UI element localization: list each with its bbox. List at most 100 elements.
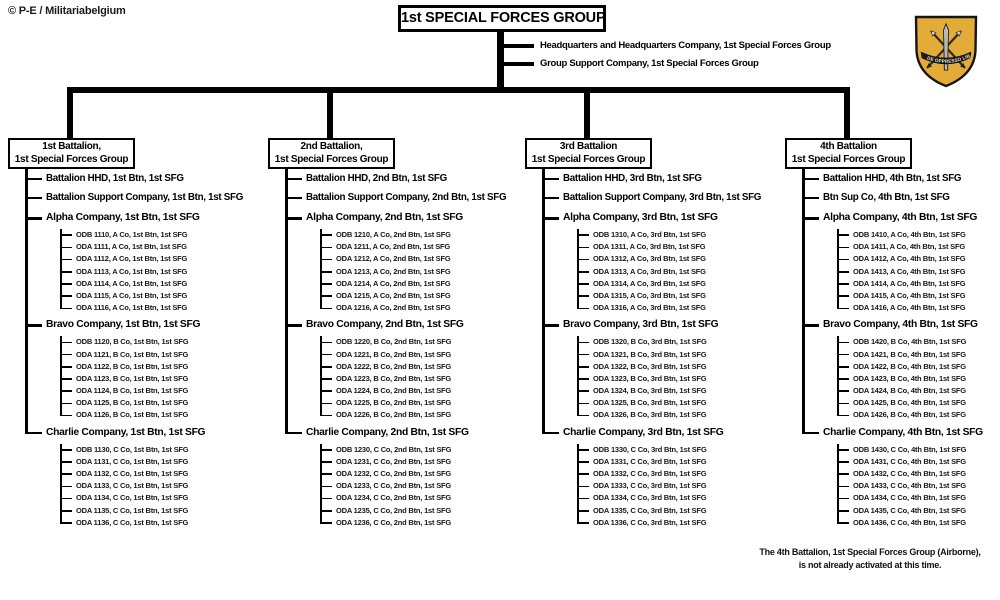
team-label: ODA 1311, A Co, 3rd Btn, 1st SFG bbox=[593, 242, 706, 252]
team-item: ODB 1410, A Co, 4th Btn, 1st SFG bbox=[785, 229, 1000, 242]
unit-item: Battalion HHD, 3rd Btn, 1st SFG bbox=[525, 169, 777, 188]
team-label: ODA 1123, B Co, 1st Btn, 1st SFG bbox=[76, 373, 189, 383]
team-item: ODA 1426, B Co, 4th Btn, 1st SFG bbox=[785, 409, 1000, 421]
connector-top-spine bbox=[497, 31, 504, 88]
team-item: ODA 1411, A Co, 4th Btn, 1st SFG bbox=[785, 241, 1000, 254]
team-label: ODA 1224, B Co, 2nd Btn, 1st SFG bbox=[336, 386, 452, 396]
team-label: ODA 1432, C Co, 4th Btn, 1st SFG bbox=[853, 469, 966, 478]
team-item: ODA 1435, C Co, 4th Btn, 1st SFG bbox=[785, 504, 1000, 517]
team-label: ODA 1233, C Co, 2nd Btn, 1st SFG bbox=[336, 481, 452, 491]
team-label: ODA 1222, B Co, 2nd Btn, 1st SFG bbox=[336, 361, 452, 371]
team-item: ODB 1420, B Co, 4th Btn, 1st SFG bbox=[785, 336, 1000, 349]
team-label: ODB 1410, A Co, 4th Btn, 1st SFG bbox=[853, 230, 966, 239]
team-label: ODA 1215, A Co, 2nd Btn, 1st SFG bbox=[336, 290, 451, 300]
team-label: ODA 1332, C Co, 3rd Btn, 1st SFG bbox=[593, 469, 707, 478]
team-item: ODA 1324, B Co, 3rd Btn, 1st SFG bbox=[525, 385, 777, 398]
team-label: ODB 1310, A Co, 3rd Btn, 1st SFG bbox=[593, 230, 707, 239]
team-label: ODA 1435, C Co, 4th Btn, 1st SFG bbox=[853, 505, 966, 515]
team-item: ODA 1423, B Co, 4th Btn, 1st SFG bbox=[785, 372, 1000, 386]
team-item: ODA 1335, C Co, 3rd Btn, 1st SFG bbox=[525, 504, 777, 517]
team-list: ODB 1420, B Co, 4th Btn, 1st SFG ODA 1421… bbox=[785, 336, 1000, 421]
team-item: ODA 1225, B Co, 2nd Btn, 1st SFG bbox=[268, 397, 520, 410]
team-item: ODA 1321, B Co, 3rd Btn, 1st SFG bbox=[525, 348, 777, 361]
team-item: ODA 1326, B Co, 3rd Btn, 1st SFG bbox=[525, 409, 777, 421]
team-item: ODA 1125, B Co, 1st Btn, 1st SFG bbox=[8, 397, 260, 410]
team-item: ODA 1221, B Co, 2nd Btn, 1st SFG bbox=[268, 348, 520, 361]
team-label: ODA 1135, C Co, 1st Btn, 1st SFG bbox=[76, 505, 189, 515]
connector-drop-battalion-4 bbox=[844, 92, 850, 138]
company-label: Alpha Company, 3rd Btn, 1st SFG bbox=[563, 212, 718, 223]
unit-item: Battalion HHD, 1st Btn, 1st SFG bbox=[8, 169, 260, 188]
team-item: ODA 1333, C Co, 3rd Btn, 1st SFG bbox=[525, 480, 777, 493]
team-item: ODA 1124, B Co, 1st Btn, 1st SFG bbox=[8, 385, 260, 398]
team-list: ODB 1310, A Co, 3rd Btn, 1st SFG ODA 1311… bbox=[525, 229, 777, 314]
team-label: ODA 1111, A Co, 1st Btn, 1st SFG bbox=[76, 242, 187, 252]
unit-label: Battalion Support Company, 2nd Btn, 1st … bbox=[306, 192, 507, 203]
team-label: ODA 1121, B Co, 1st Btn, 1st SFG bbox=[76, 349, 189, 359]
group-unit-gsc-label: Group Support Company, 1st Special Force… bbox=[540, 58, 759, 69]
team-item: ODB 1230, C Co, 2nd Btn, 1st SFG bbox=[268, 443, 520, 457]
team-label: ODA 1425, B Co, 4th Btn, 1st SFG bbox=[853, 398, 966, 408]
company-item: Charlie Company, 1st Btn, 1st SFG ODB 113… bbox=[8, 421, 260, 529]
team-label: ODA 1221, B Co, 2nd Btn, 1st SFG bbox=[336, 349, 452, 359]
connector-drop-battalion-3 bbox=[584, 92, 590, 138]
team-label: ODA 1313, A Co, 3rd Btn, 1st SFG bbox=[593, 266, 706, 276]
team-item: ODA 1111, A Co, 1st Btn, 1st SFG bbox=[8, 241, 260, 254]
team-item: ODA 1215, A Co, 2nd Btn, 1st SFG bbox=[268, 289, 520, 303]
team-label: ODA 1115, A Co, 1st Btn, 1st SFG bbox=[76, 290, 188, 300]
team-item: ODA 1415, A Co, 4th Btn, 1st SFG bbox=[785, 289, 1000, 303]
team-item: ODA 1135, C Co, 1st Btn, 1st SFG bbox=[8, 504, 260, 517]
team-label: ODA 1412, A Co, 4th Btn, 1st SFG bbox=[853, 254, 966, 264]
team-item: ODA 1115, A Co, 1st Btn, 1st SFG bbox=[8, 289, 260, 303]
team-item: ODA 1224, B Co, 2nd Btn, 1st SFG bbox=[268, 385, 520, 398]
team-item: ODA 1331, C Co, 3rd Btn, 1st SFG bbox=[525, 455, 777, 469]
team-label: ODA 1131, C Co, 1st Btn, 1st SFG bbox=[76, 456, 189, 466]
team-item: ODA 1322, B Co, 3rd Btn, 1st SFG bbox=[525, 360, 777, 374]
team-item: ODA 1121, B Co, 1st Btn, 1st SFG bbox=[8, 348, 260, 361]
team-label: ODA 1325, B Co, 3rd Btn, 1st SFG bbox=[593, 398, 707, 408]
group-title-box: 1st SPECIAL FORCES GROUP bbox=[398, 5, 606, 32]
copyright-text: © P-E / Militariabelgium bbox=[8, 5, 126, 17]
team-label: ODA 1333, C Co, 3rd Btn, 1st SFG bbox=[593, 481, 707, 491]
team-label: ODA 1134, C Co, 1st Btn, 1st SFG bbox=[76, 493, 189, 503]
team-label: ODA 1122, B Co, 1st Btn, 1st SFG bbox=[76, 361, 189, 371]
team-label: ODA 1225, B Co, 2nd Btn, 1st SFG bbox=[336, 398, 452, 408]
company-label: Charlie Company, 1st Btn, 1st SFG bbox=[46, 426, 206, 438]
team-item: ODA 1212, A Co, 2nd Btn, 1st SFG bbox=[268, 253, 520, 266]
team-item: ODA 1436, C Co, 4th Btn, 1st SFG bbox=[785, 516, 1000, 529]
team-list: ODB 1410, A Co, 4th Btn, 1st SFG ODA 1411… bbox=[785, 229, 1000, 314]
team-label: ODB 1420, B Co, 4th Btn, 1st SFG bbox=[853, 337, 967, 347]
team-label: ODA 1426, B Co, 4th Btn, 1st SFG bbox=[853, 410, 966, 420]
battalion-box: 2nd Battalion,1st Special Forces Group bbox=[268, 138, 395, 169]
team-label: ODA 1415, A Co, 4th Btn, 1st SFG bbox=[853, 290, 966, 300]
unit-item: Battalion Support Company, 1st Btn, 1st … bbox=[8, 188, 260, 207]
team-label: ODA 1414, A Co, 4th Btn, 1st SFG bbox=[853, 278, 966, 288]
team-item: ODB 1130, C Co, 1st Btn, 1st SFG bbox=[8, 443, 260, 457]
team-item: ODB 1330, C Co, 3rd Btn, 1st SFG bbox=[525, 443, 777, 457]
unit-item: Battalion HHD, 2nd Btn, 1st SFG bbox=[268, 169, 520, 188]
team-label: ODA 1232, C Co, 2nd Btn, 1st SFG bbox=[336, 469, 452, 478]
connector-gsc-branch bbox=[501, 62, 534, 66]
group-unit-hhc-label: Headquarters and Headquarters Company, 1… bbox=[540, 40, 831, 51]
team-item: ODA 1314, A Co, 3rd Btn, 1st SFG bbox=[525, 277, 777, 291]
team-label: ODA 1133, C Co, 1st Btn, 1st SFG bbox=[76, 481, 189, 491]
team-item: ODA 1311, A Co, 3rd Btn, 1st SFG bbox=[525, 241, 777, 254]
team-label: ODA 1421, B Co, 4th Btn, 1st SFG bbox=[853, 349, 966, 359]
team-item: ODA 1315, A Co, 3rd Btn, 1st SFG bbox=[525, 289, 777, 303]
team-item: ODA 1112, A Co, 1st Btn, 1st SFG bbox=[8, 253, 260, 266]
unit-label: Battalion HHD, 3rd Btn, 1st SFG bbox=[563, 173, 702, 184]
team-label: ODA 1326, B Co, 3rd Btn, 1st SFG bbox=[593, 410, 707, 420]
team-label: ODA 1322, B Co, 3rd Btn, 1st SFG bbox=[593, 361, 707, 371]
team-item: ODA 1316, A Co, 3rd Btn, 1st SFG bbox=[525, 302, 777, 314]
